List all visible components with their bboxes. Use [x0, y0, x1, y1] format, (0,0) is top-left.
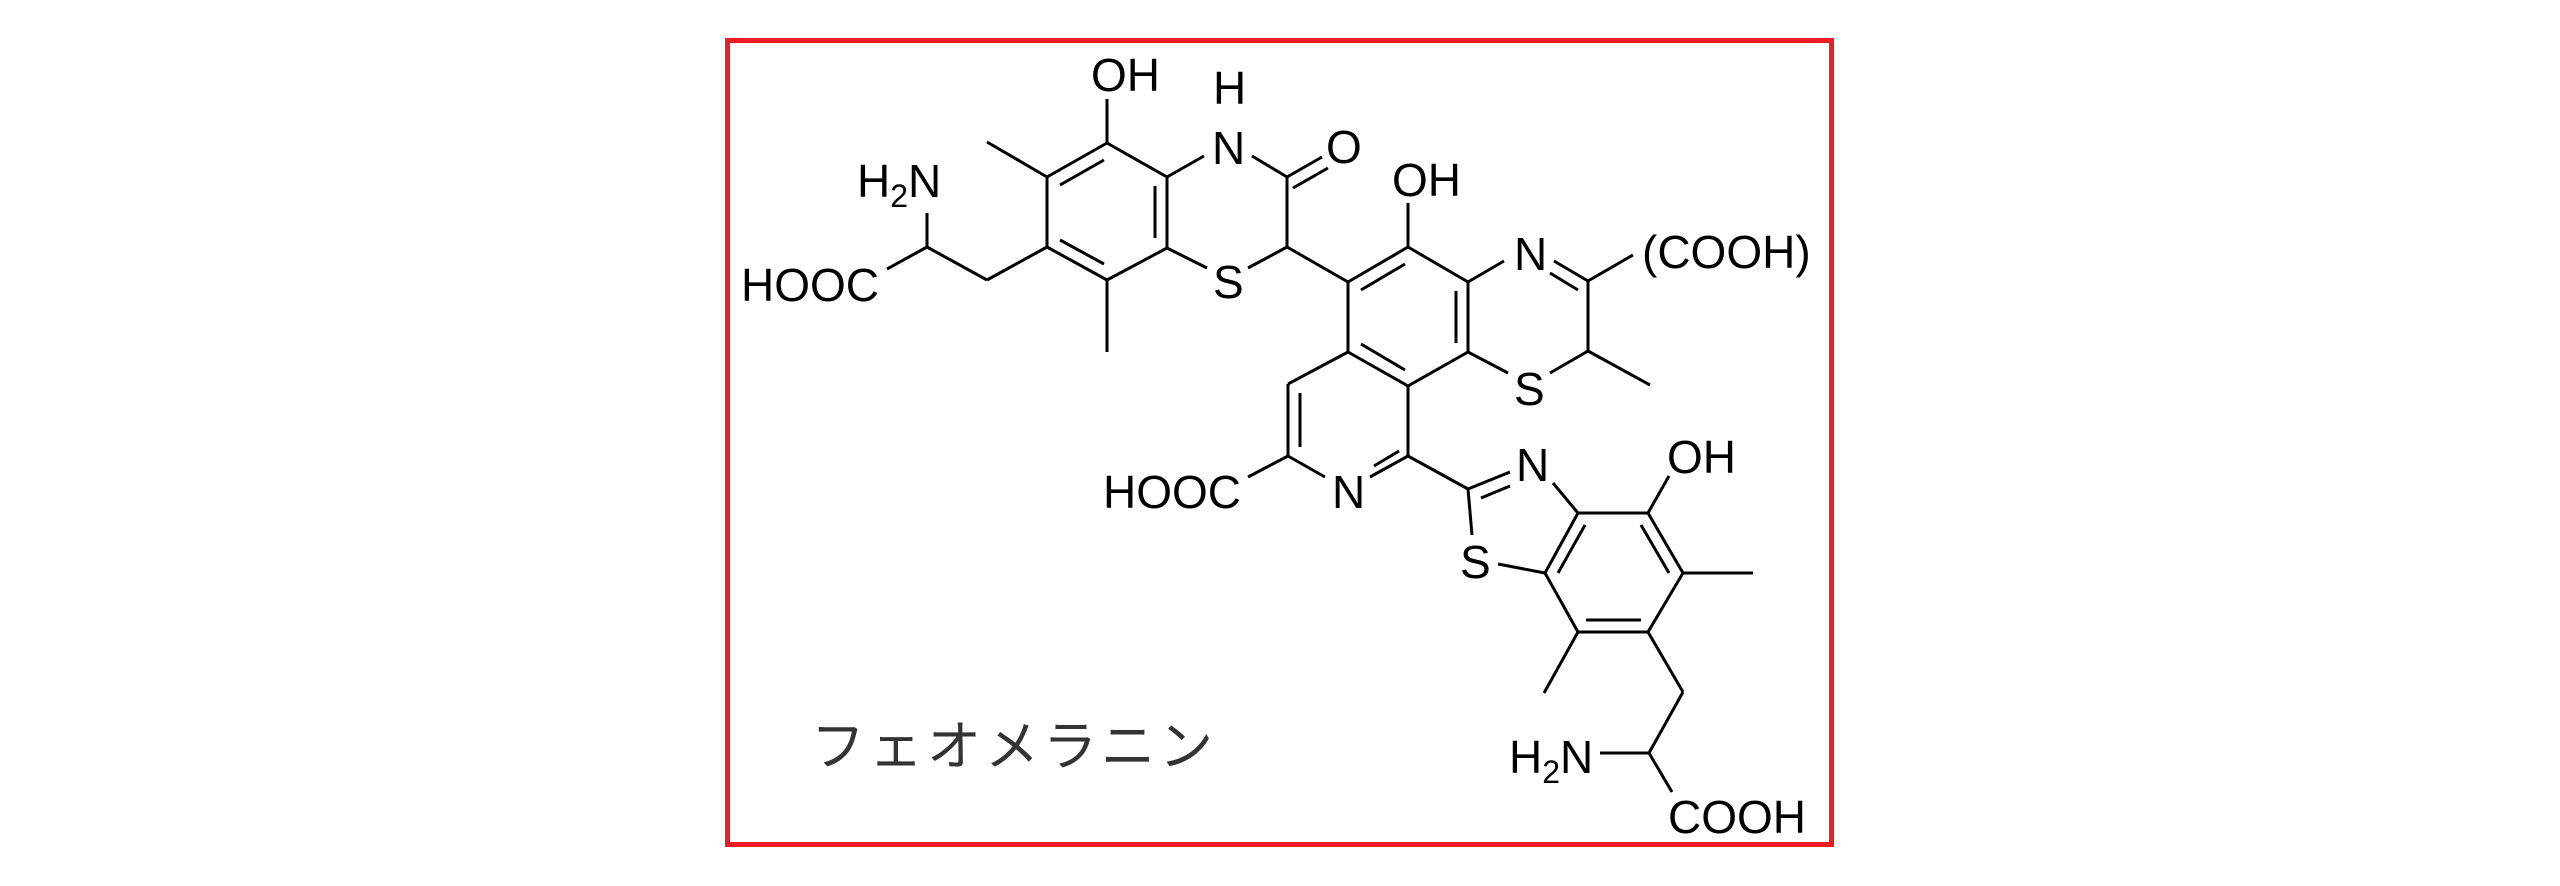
left-hooc-label: HOOC [741, 259, 879, 311]
left-amine-label: H2N [857, 155, 941, 214]
thiazinone-s-label: S [1213, 256, 1244, 308]
bottom-amine-label: H2N [1509, 731, 1593, 790]
benzothiazole [1466, 470, 1753, 694]
pyridine-ring [1247, 350, 1469, 491]
thiazinone-ring [1166, 154, 1349, 284]
right-thiazine-ring [1467, 253, 1651, 387]
red-frame-border [725, 38, 1834, 847]
carbonyl-o-label: O [1326, 121, 1362, 173]
right-thiazine-s-label: S [1514, 363, 1545, 415]
ring1-substituents [986, 99, 1109, 352]
right-thiazine-n-label: N [1514, 228, 1547, 280]
ring1-benzene [1045, 141, 1169, 282]
pyridine-hooc-label: HOOC [1103, 466, 1241, 518]
benzothiazole-s-label: S [1460, 536, 1491, 588]
benzothiazole-n-label: N [1516, 439, 1549, 491]
bottom-side-chain [1600, 691, 1685, 793]
right-cooh-label: (COOH) [1642, 226, 1811, 278]
bottom-cooh-label: COOH [1668, 791, 1806, 843]
pyridine-n-label: N [1332, 466, 1365, 518]
central-benzene [1346, 203, 1470, 388]
figure-title: フェオメラニン [811, 715, 1217, 778]
amide-h-label: H [1213, 62, 1246, 114]
left-side-chain [886, 213, 988, 282]
central-oh-label: OH [1392, 154, 1461, 206]
benzothiazole-oh-label: OH [1667, 431, 1736, 483]
amide-n-label: N [1212, 122, 1245, 174]
ring1-oh-label: OH [1091, 49, 1160, 101]
